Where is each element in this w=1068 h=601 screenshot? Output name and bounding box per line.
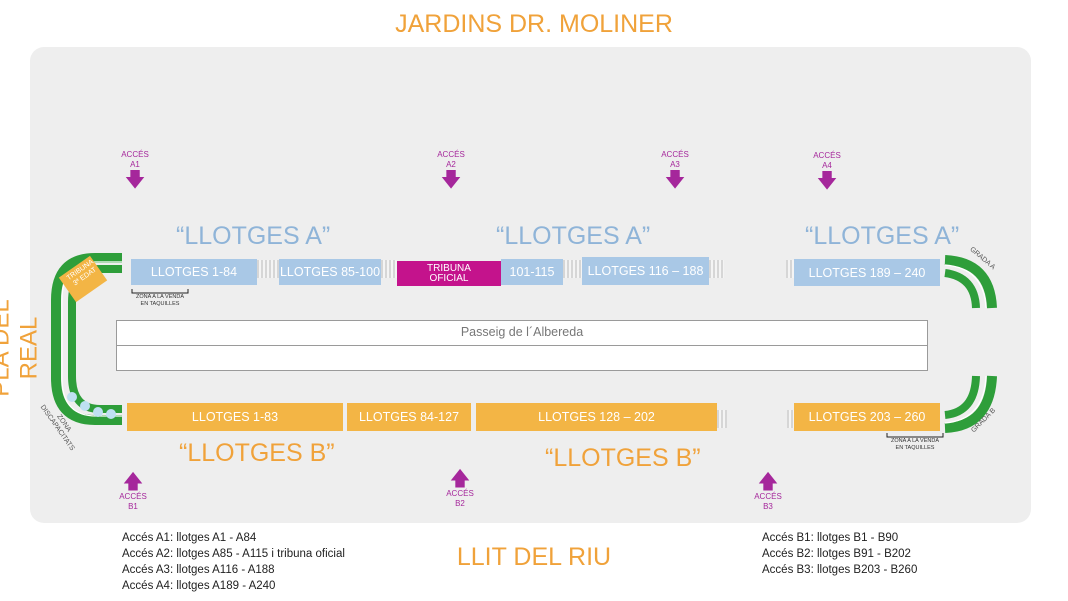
- up-arrow-icon: 🡅: [122, 471, 144, 493]
- access-code: A1: [130, 160, 140, 169]
- sector-title-b: “LLOTGES B”: [179, 439, 335, 467]
- wheelchair-icon: [106, 409, 116, 419]
- down-arrow-icon: 🡇: [440, 169, 462, 191]
- seating-stripes: [257, 260, 279, 278]
- legend-item: Accés A4: llotges A189 - A240: [122, 580, 276, 592]
- access-label: ACCÉS: [754, 492, 782, 501]
- tribune-line: TRIBUNA: [427, 262, 471, 274]
- box-llotges-b-203: LLOTGES 203 – 260: [794, 403, 940, 431]
- access-code: B3: [763, 502, 773, 511]
- legend-item: Accés A1: llotges A1 - A84: [122, 532, 257, 544]
- box-tribuna-oficial: TRIBUNA OFICIAL: [397, 261, 501, 286]
- box-llotges-b-128: LLOTGES 128 – 202: [476, 403, 717, 431]
- access-label: ACCÉS: [119, 492, 147, 501]
- box-llotges-a-1: LLOTGES 1-84: [131, 259, 257, 285]
- down-arrow-icon: 🡇: [124, 169, 146, 191]
- seating-stripes: [787, 410, 794, 428]
- ticket-bracket-b: [886, 433, 944, 438]
- access-code: A4: [822, 161, 832, 170]
- grada-a-inner: [944, 269, 980, 309]
- access-label: ACCÉS: [446, 489, 474, 498]
- access-a2: ACCÉS A2 🡇: [426, 150, 476, 190]
- wheelchair-icon: [80, 401, 90, 411]
- box-llotges-b-1: LLOTGES 1-83: [127, 403, 343, 431]
- wheelchair-icon: [93, 407, 103, 417]
- grada-b-inner: [944, 375, 980, 419]
- legend-item: Accés B2: llotges B91 - B202: [762, 548, 911, 560]
- access-code: B2: [455, 499, 465, 508]
- legend-item: Accés A3: llotges A116 - A188: [122, 564, 275, 576]
- ticket-note-line: ZONA A LA VENDA: [136, 294, 184, 300]
- box-llotges-a-116: LLOTGES 116 – 188: [582, 257, 709, 285]
- tribune-edat-shape: [58, 255, 108, 303]
- passeig-albereda: Passeig de l´Albereda: [116, 320, 928, 371]
- seating-stripes: [709, 260, 724, 278]
- grada-a-line: [944, 264, 987, 309]
- ticket-note-line: EN TAQUILLES: [140, 301, 180, 307]
- up-arrow-icon: 🡅: [757, 471, 779, 493]
- seating-stripes: [381, 260, 397, 278]
- legend-item: Accés B1: llotges B1 - B90: [762, 532, 899, 544]
- legend-item: Accés B3: llotges B203 - B260: [762, 564, 918, 576]
- grada-b-curve: [944, 375, 997, 433]
- access-a3: ACCÉS A3 🡇: [650, 150, 700, 190]
- box-llotges-b-84: LLOTGES 84-127: [347, 403, 471, 431]
- sector-title-b: “LLOTGES B”: [545, 444, 701, 472]
- wheelchair-icon: [67, 392, 77, 402]
- grada-a-curve: [944, 255, 997, 309]
- access-b1: 🡅 ACCÉS B1: [108, 472, 158, 512]
- box-llotges-a-101: 101-115: [501, 259, 563, 285]
- access-label: ACCÉS: [437, 150, 465, 159]
- legend-access-b: Accés B1: llotges B1 - B90 Accés B2: llo…: [762, 530, 917, 578]
- seating-stripes: [717, 410, 727, 428]
- street-llit-del-riu: LLIT DEL RIU: [456, 543, 612, 571]
- ticket-note-a: ZONA A LA VENDA EN TAQUILLES: [128, 294, 192, 308]
- ticket-note-b: ZONA A LA VENDA EN TAQUILLES: [883, 438, 947, 452]
- access-code: B1: [128, 502, 138, 511]
- access-label: ACCÉS: [121, 150, 149, 159]
- ticket-note-line: EN TAQUILLES: [895, 445, 935, 451]
- sector-title-a: “LLOTGES A”: [176, 222, 331, 250]
- legend-item: Accés A2: llotges A85 - A115 i tribuna o…: [122, 548, 345, 560]
- access-b3: 🡅 ACCÉS B3: [743, 472, 793, 512]
- ticket-note-line: ZONA A LA VENDA: [891, 438, 939, 444]
- access-a4: ACCÉS A4 🡇: [802, 151, 852, 191]
- passeig-label: Passeig de l´Albereda: [460, 325, 584, 339]
- seating-stripes: [786, 260, 794, 278]
- passeig-divider: [117, 345, 927, 346]
- sector-title-a: “LLOTGES A”: [805, 222, 960, 250]
- grada-b-line: [944, 375, 987, 424]
- access-label: ACCÉS: [813, 151, 841, 160]
- tribune-line: OFICIAL: [429, 272, 469, 284]
- down-arrow-icon: 🡇: [816, 170, 838, 192]
- street-jardins: JARDINS DR. MOLINER: [395, 10, 673, 38]
- ticket-bracket-a: [131, 289, 189, 294]
- seating-stripes: [563, 260, 582, 278]
- legend-access-a: Accés A1: llotges A1 - A84 Accés A2: llo…: [122, 530, 345, 594]
- access-label: ACCÉS: [661, 150, 689, 159]
- box-llotges-a-189: LLOTGES 189 – 240: [794, 259, 940, 286]
- access-code: A2: [446, 160, 456, 169]
- sector-title-a: “LLOTGES A”: [496, 222, 651, 250]
- up-arrow-icon: 🡅: [449, 468, 471, 490]
- left-track-outer: [51, 253, 122, 425]
- access-b2: 🡅 ACCÉS B2: [435, 469, 485, 509]
- access-code: A3: [670, 160, 680, 169]
- box-llotges-a-85: LLOTGES 85-100: [279, 259, 381, 285]
- access-a1: ACCÉS A1 🡇: [110, 150, 160, 190]
- down-arrow-icon: 🡇: [664, 169, 686, 191]
